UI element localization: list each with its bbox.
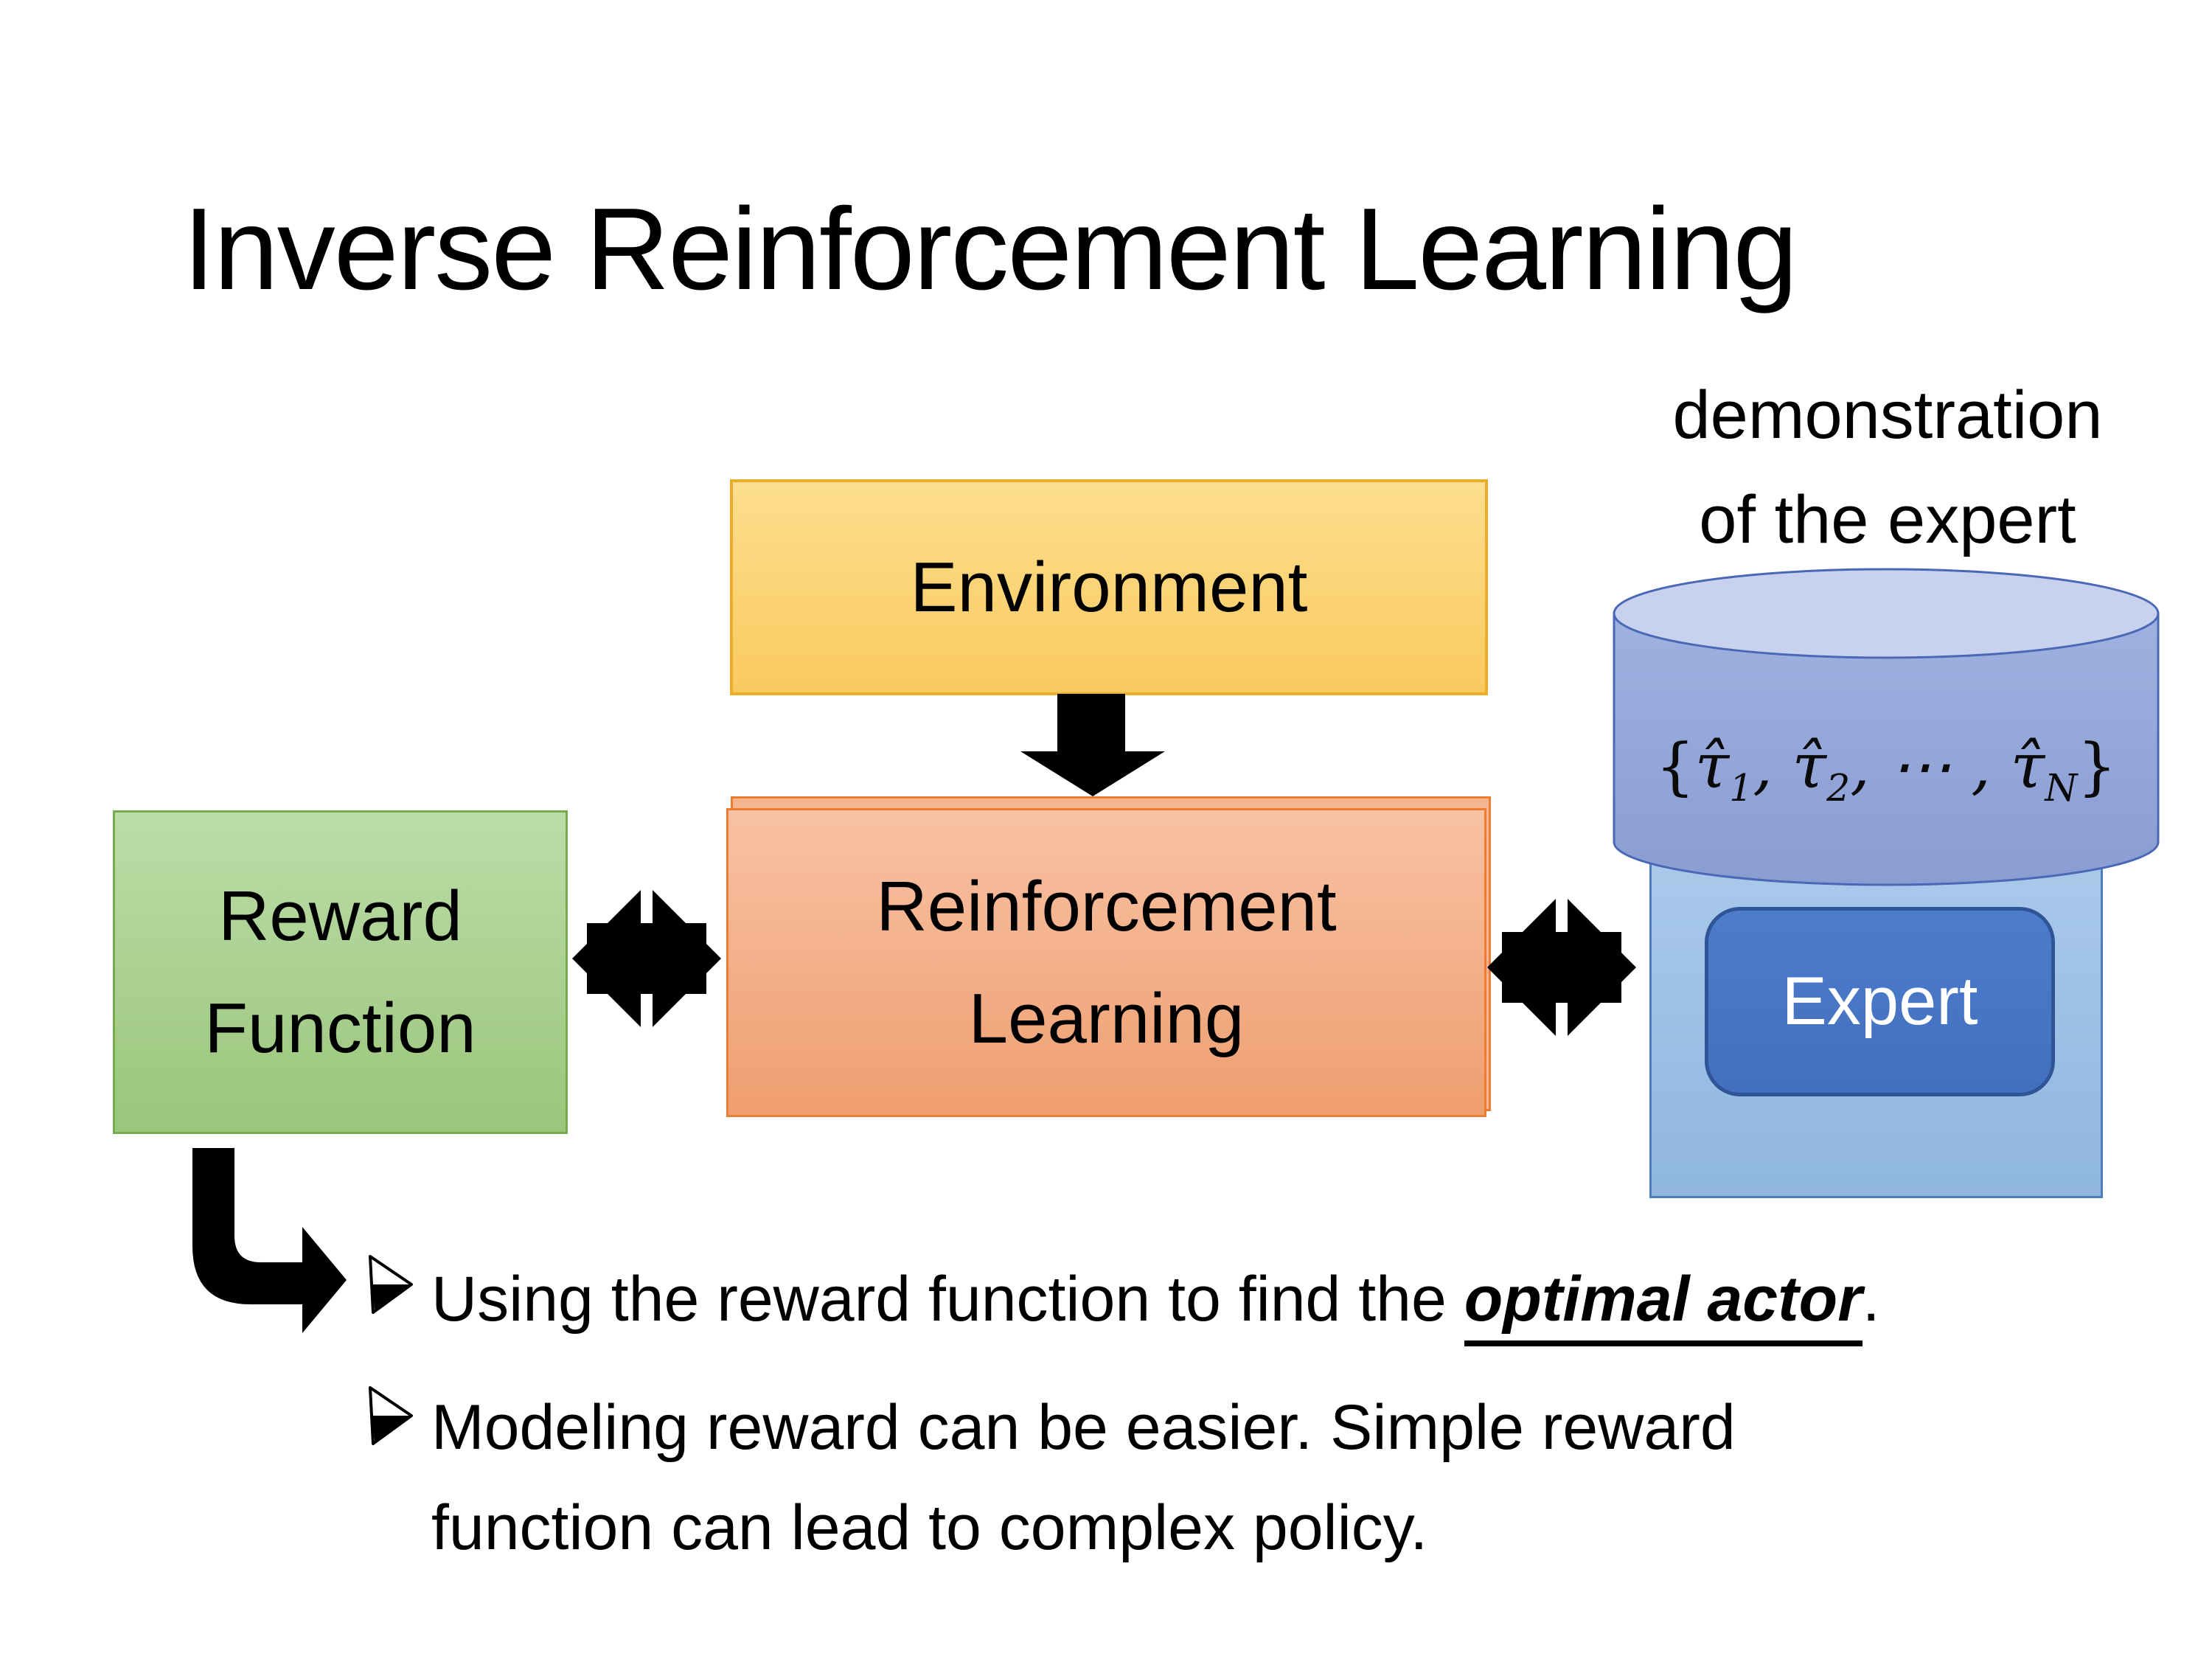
demonstration-label: demonstration of the expert: [1585, 363, 2190, 572]
bullet1-suffix: .: [1862, 1264, 1880, 1335]
environment-box-label: Environment: [910, 547, 1308, 627]
formula-sep2: , ⋯ ,: [1850, 730, 2011, 802]
arrowhead-bullet-icon-2: [369, 1386, 413, 1445]
down-arrow-icon: [1020, 694, 1165, 796]
trajectory-set-formula: {τ̂1, τ̂2, ⋯ , τ̂N}: [1628, 730, 2144, 810]
formula-subN: N: [2045, 765, 2078, 810]
formula-tau1: τ̂: [1694, 730, 1730, 802]
reward-function-box: Reward Function: [113, 810, 568, 1134]
rl-box-label-line2: Learning: [968, 978, 1245, 1058]
bullet2-line2: function can lead to complex policy.: [431, 1492, 1428, 1563]
reward-box-label-line1: Reward: [218, 876, 462, 956]
reinforcement-learning-box: Reinforcement Learning: [726, 808, 1486, 1117]
double-exchange-arrow-icon-left: [572, 883, 721, 1034]
demonstration-label-line2: of the expert: [1699, 482, 2076, 557]
formula-open-brace: {: [1655, 730, 1695, 802]
formula-tauN: τ̂: [2010, 730, 2045, 802]
bullet1-emphasis: optimal actor: [1464, 1264, 1863, 1346]
formula-tau2: τ̂: [1792, 730, 1827, 802]
bullet-item-1: Using the reward function to find the op…: [431, 1249, 2127, 1349]
formula-sub1: 1: [1729, 765, 1753, 810]
bent-arrow-icon: [192, 1148, 347, 1333]
arrowhead-bullet-icon-1: [369, 1255, 413, 1314]
bullet2-line1: Modeling reward can be easier. Simple re…: [431, 1392, 1736, 1463]
reward-box-label-line2: Function: [204, 988, 476, 1068]
formula-close-brace: }: [2077, 730, 2117, 802]
rl-box-label-line1: Reinforcement: [876, 866, 1337, 946]
expert-box: Expert: [1705, 907, 2055, 1096]
demonstration-database-cylinder: [1613, 568, 2160, 886]
bullet-item-2: Modeling reward can be easier. Simple re…: [431, 1377, 1832, 1578]
formula-sub2: 2: [1826, 765, 1851, 810]
formula-sep1: ,: [1753, 730, 1792, 802]
page-title: Inverse Reinforcement Learning: [183, 184, 1798, 314]
bullet1-prefix: Using the reward function to find the: [431, 1264, 1464, 1335]
demonstration-label-line1: demonstration: [1672, 378, 2103, 453]
environment-box: Environment: [730, 479, 1488, 695]
double-exchange-arrow-icon-right: [1487, 891, 1636, 1043]
expert-box-label: Expert: [1781, 964, 1978, 1039]
